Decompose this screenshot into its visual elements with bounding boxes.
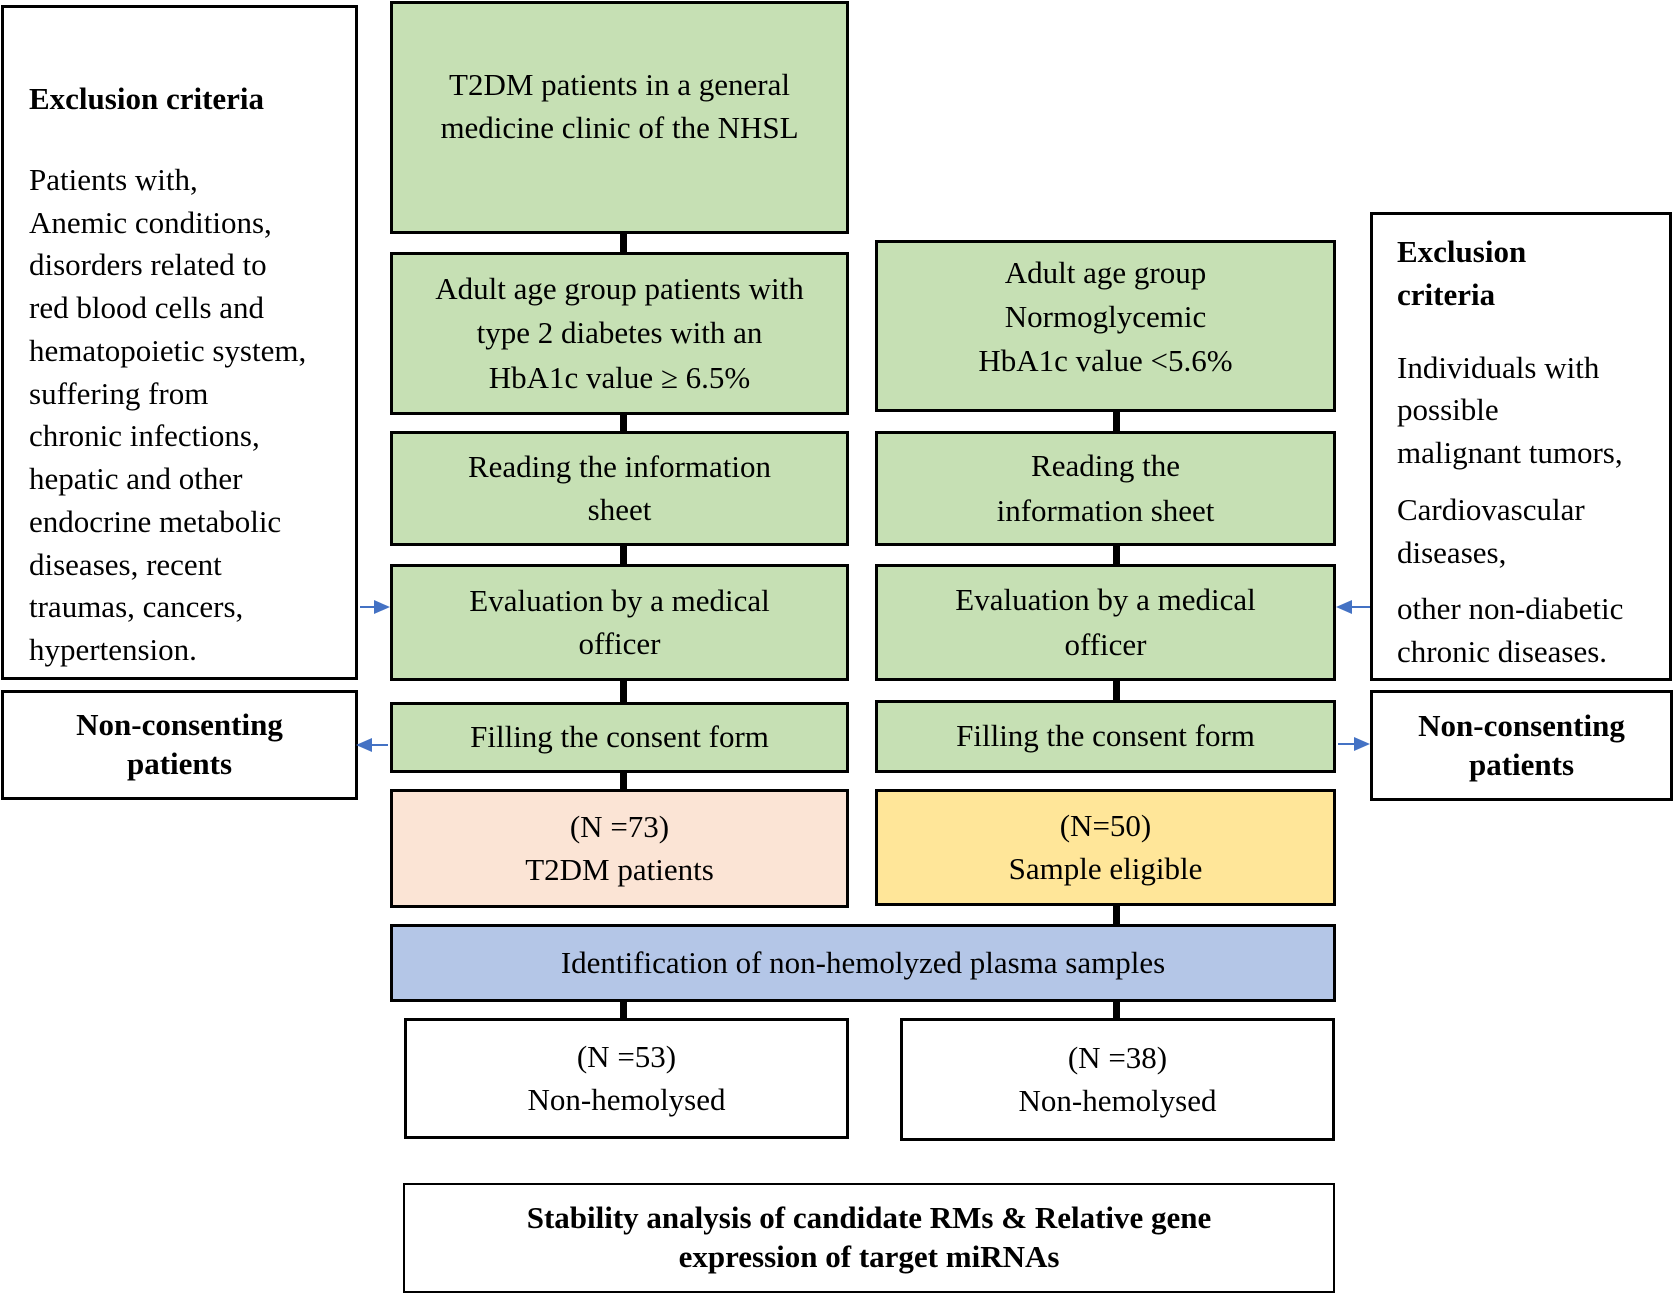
right-non-consenting-line2: patients [1468, 746, 1575, 782]
right-consent-label: Filling the consent form [956, 718, 1255, 754]
identification-box: Identification of non-hemolyzed plasma s… [390, 924, 1336, 1002]
t2dm-criteria-line2: type 2 diabetes with an [476, 315, 763, 351]
connector-right-4 [1113, 904, 1120, 926]
left-consent-form-box: Filling the consent form [390, 702, 849, 773]
stability-analysis-line2: expression of target miRNAs [678, 1239, 1060, 1274]
t2dm-count-n: (N =73) [569, 808, 670, 844]
right-exclusion-line: possible [1397, 392, 1499, 428]
t2dm-criteria-line1: Adult age group patients with [435, 271, 804, 307]
normo-criteria-line1: Adult age group [1004, 254, 1207, 290]
left-non-consenting-box: Non-consenting patients [1, 690, 358, 800]
left-nonhemolysed-label: Non-hemolysed [527, 1081, 726, 1117]
right-evaluation-line2: officer [1064, 626, 1147, 662]
connector-right-5 [1113, 1000, 1120, 1030]
connector-left-3 [620, 544, 627, 566]
right-exclusion-title-line2: criteria [1397, 276, 1496, 312]
connector-right-2 [1113, 544, 1120, 566]
right-non-consenting-line1: Non-consenting [1418, 707, 1625, 743]
left-exclusion-line: traumas, cancers, [29, 589, 244, 625]
connector-right-1 [1113, 410, 1120, 433]
right-non-consenting-box: Non-consenting patients [1370, 690, 1673, 801]
left-reading-line1: Reading the information [467, 448, 772, 484]
arrow-left-icon [356, 738, 388, 752]
left-exclusion-line: red blood cells and [29, 290, 265, 326]
t2dm-inclusion-criteria-box: Adult age group patients with type 2 dia… [390, 252, 849, 415]
right-exclusion-title-line1: Exclusion [1397, 234, 1527, 269]
right-exclusion-line: malignant tumors, [1397, 435, 1623, 471]
left-consent-label: Filling the consent form [470, 719, 769, 755]
identification-label: Identification of non-hemolyzed plasma s… [560, 944, 1166, 980]
left-reading-line2: sheet [587, 491, 652, 527]
t2dm-clinic-line2: medicine clinic of the NHSL [440, 109, 799, 145]
right-evaluation-box: Evaluation by a medical officer [875, 564, 1336, 681]
stability-analysis-box: Stability analysis of candidate RMs & Re… [403, 1183, 1335, 1293]
left-reading-info-sheet-box: Reading the information sheet [390, 431, 849, 546]
connector-left-1 [620, 232, 627, 254]
right-exclusion-line: chronic diseases. [1397, 634, 1608, 670]
right-exclusion-line: Individuals with [1397, 349, 1600, 385]
left-exclusion-line: suffering from [29, 375, 209, 411]
left-exclusion-line: diseases, recent [29, 546, 222, 582]
right-nonhemolysed-n: (N =38) [1067, 1039, 1168, 1075]
right-evaluation-line1: Evaluation by a medical [955, 582, 1256, 618]
right-exclusion-line: other non-diabetic [1397, 591, 1624, 627]
left-exclusion-line: disorders related to [29, 247, 267, 283]
connector-left-5 [620, 771, 627, 791]
left-exclusion-criteria-box: Exclusion criteria Patients with, Anemic… [1, 5, 358, 680]
right-exclusion-line: Cardiovascular [1397, 491, 1585, 527]
right-reading-line2: information sheet [996, 492, 1215, 528]
normo-count-label: Sample eligible [1008, 850, 1203, 886]
left-exclusion-line: hepatic and other [29, 461, 243, 497]
left-exclusion-title: Exclusion criteria [29, 81, 265, 116]
left-evaluation-line2: officer [578, 625, 661, 661]
arrow-left-icon [1336, 600, 1370, 614]
arrow-right-icon [360, 600, 390, 614]
left-nonhemolysed-box: (N =53) Non-hemolysed [404, 1018, 849, 1139]
normo-criteria-line3: HbA1c value <5.6% [978, 343, 1233, 378]
right-reading-line1: Reading the [1031, 448, 1180, 484]
connector-right-3 [1113, 679, 1120, 702]
left-exclusion-line: endocrine metabolic [29, 503, 282, 539]
connector-left-2 [620, 413, 627, 433]
left-exclusion-line: Patients with, [29, 161, 198, 197]
left-evaluation-line1: Evaluation by a medical [469, 582, 770, 618]
left-evaluation-box: Evaluation by a medical officer [390, 564, 849, 681]
left-non-consenting-line2: patients [126, 746, 233, 781]
right-reading-info-sheet-box: Reading the information sheet [875, 431, 1336, 546]
t2dm-clinic-line1: T2DM patients in a general [449, 67, 790, 102]
left-exclusion-line: hematopoietic system, [29, 332, 307, 368]
stability-analysis-line1: Stability analysis of candidate RMs & Re… [526, 1200, 1212, 1236]
normo-criteria-line2: Normoglycemic [1004, 298, 1207, 334]
left-nonhemolysed-n: (N =53) [576, 1038, 677, 1074]
normoglycemic-criteria-box: Adult age group Normoglycemic HbA1c valu… [875, 240, 1336, 412]
right-nonhemolysed-box: (N =38) Non-hemolysed [900, 1018, 1335, 1141]
right-exclusion-criteria-box: Exclusion criteria Individuals with poss… [1370, 212, 1672, 681]
t2dm-criteria-line3: HbA1c value ≥ 6.5% [488, 359, 751, 395]
left-exclusion-line: chronic infections, [29, 418, 260, 454]
left-non-consenting-line1: Non-consenting [76, 707, 283, 743]
normoglycemic-count-box: (N=50) Sample eligible [875, 789, 1336, 906]
right-exclusion-line: diseases, [1397, 534, 1507, 570]
left-exclusion-line: Anemic conditions, [29, 204, 272, 240]
normo-count-n: (N=50) [1059, 807, 1152, 843]
connector-left-4 [620, 679, 627, 704]
right-nonhemolysed-label: Non-hemolysed [1018, 1082, 1217, 1118]
connector-left-6 [620, 1000, 627, 1020]
arrow-right-icon [1338, 737, 1370, 751]
t2dm-clinic-box: T2DM patients in a general medicine clin… [390, 1, 849, 234]
t2dm-count-label: T2DM patients [525, 851, 714, 887]
t2dm-count-box: (N =73) T2DM patients [390, 789, 849, 908]
left-exclusion-line: hypertension. [29, 632, 197, 668]
right-consent-form-box: Filling the consent form [875, 700, 1336, 773]
